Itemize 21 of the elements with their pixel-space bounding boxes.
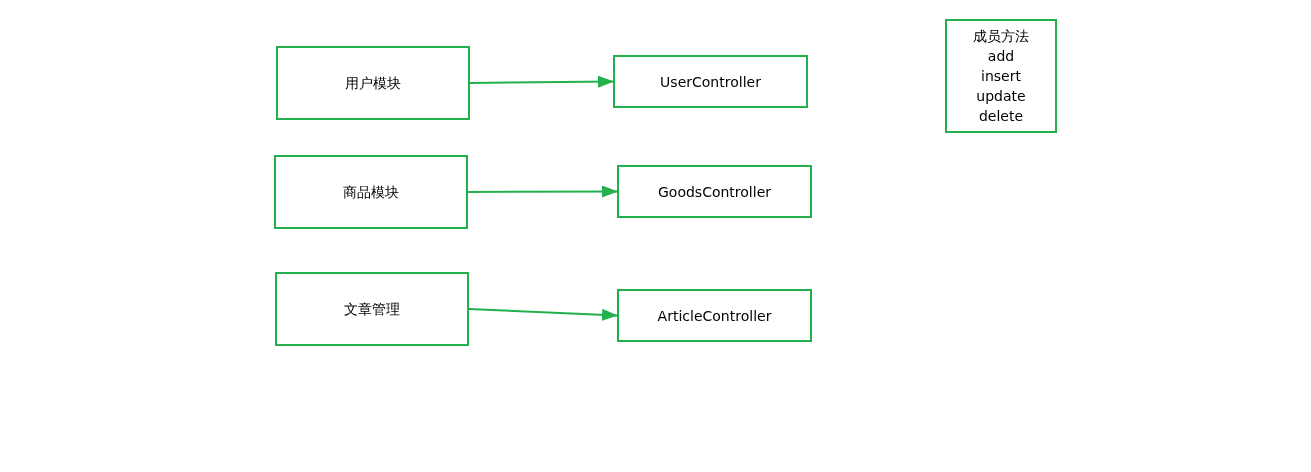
process-box xyxy=(945,19,1057,133)
arrow xyxy=(468,308,618,321)
process-box xyxy=(274,155,468,229)
node-label: 成员方法 xyxy=(973,27,1029,46)
node-label: update xyxy=(976,87,1026,106)
arrow xyxy=(469,75,614,88)
node-label: 文章管理 xyxy=(344,300,400,319)
process-box xyxy=(613,55,808,108)
node-label: add xyxy=(987,47,1015,66)
node-label: ArticleController xyxy=(657,306,772,326)
arrow xyxy=(467,185,618,198)
process-box xyxy=(275,272,469,346)
node-label: UserController xyxy=(660,72,761,92)
process-box xyxy=(617,165,812,218)
node-label: insert xyxy=(981,67,1021,86)
node-label: GoodsController xyxy=(658,182,771,202)
process-box xyxy=(276,46,470,120)
process-box xyxy=(617,289,812,342)
node-label: delete xyxy=(978,107,1024,126)
node-label: 商品模块 xyxy=(343,183,399,202)
node-label: 用户模块 xyxy=(345,74,401,93)
